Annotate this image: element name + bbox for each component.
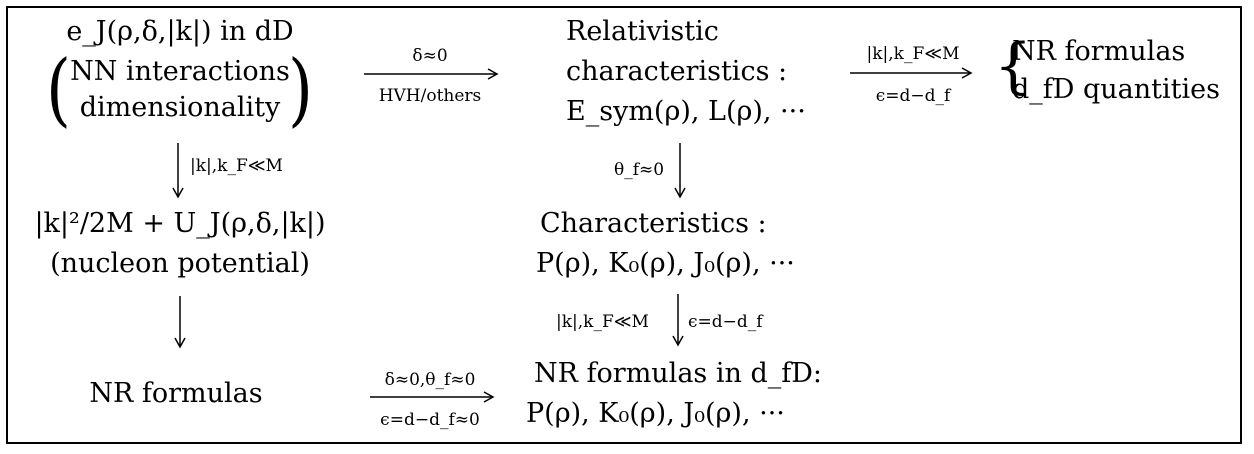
arrow-label-delta-theta: δ≈0,θ_f≈0 bbox=[384, 370, 476, 390]
nucleon-potential-label: (nucleon potential) bbox=[50, 248, 310, 279]
left-brace-glyph: { bbox=[994, 31, 1033, 101]
arrowhead-down-mid-1 bbox=[674, 187, 686, 199]
arrowhead-down-left-1 bbox=[172, 187, 184, 199]
left-paren-glyph: ( bbox=[46, 43, 71, 137]
kinetic-potential-label: |k|²/2M + U_J(ρ,δ,|k|) bbox=[34, 208, 326, 239]
p-k0-j0-label: P(ρ), K₀(ρ), J₀(ρ), ··· bbox=[536, 248, 795, 279]
nn-interactions-label: NN interactions bbox=[70, 56, 290, 87]
df-quantities-label: d_fD quantities bbox=[1012, 74, 1220, 105]
arrowhead-down-mid-2 bbox=[672, 335, 684, 347]
arrow-label-eps-mid: ϵ=d−d_f bbox=[688, 312, 763, 332]
nr-formulas-top-label: NR formulas bbox=[1012, 36, 1186, 67]
arrow-label-eps-top: ϵ=d−d_f bbox=[875, 86, 951, 106]
arrow-label-hvh: HVH/others bbox=[378, 86, 482, 106]
diagram-frame bbox=[6, 6, 1242, 444]
arrow-label-k-top: |k|,k_F≪M bbox=[866, 44, 960, 64]
nr-p-k0-j0-label: P(ρ), K₀(ρ), J₀(ρ), ··· bbox=[526, 398, 785, 429]
esym-l-label: E_sym(ρ), L(ρ), ··· bbox=[566, 96, 806, 127]
arrowhead-down-left-2 bbox=[174, 337, 186, 349]
arrow-label-k-mid: |k|,k_F≪M bbox=[556, 312, 649, 332]
energy-density-label: e_J(ρ,δ,|k|) in dD bbox=[66, 16, 294, 47]
arrowhead-right-top-right bbox=[961, 67, 973, 79]
arrowhead-right-top-left bbox=[487, 68, 499, 80]
arrowhead-right-bottom bbox=[483, 391, 495, 403]
dimensionality-label: dimensionality bbox=[79, 92, 281, 123]
arrow-label-delta: δ≈0 bbox=[412, 46, 448, 66]
nr-formulas-bottom-left-label: NR formulas bbox=[89, 378, 263, 409]
right-paren-glyph: ) bbox=[288, 43, 313, 137]
nr-formulas-df-label: NR formulas in d_fD: bbox=[534, 358, 822, 389]
arrow-label-theta: θ_f≈0 bbox=[614, 160, 665, 180]
characteristics-colon-label: characteristics : bbox=[566, 56, 788, 87]
arrow-label-k-left: |k|,k_F≪M bbox=[190, 156, 283, 176]
relativistic-label: Relativistic bbox=[566, 16, 719, 47]
characteristics-label: Characteristics : bbox=[540, 208, 767, 239]
arrow-label-eps-zero: ϵ=d−d_f≈0 bbox=[380, 410, 480, 430]
